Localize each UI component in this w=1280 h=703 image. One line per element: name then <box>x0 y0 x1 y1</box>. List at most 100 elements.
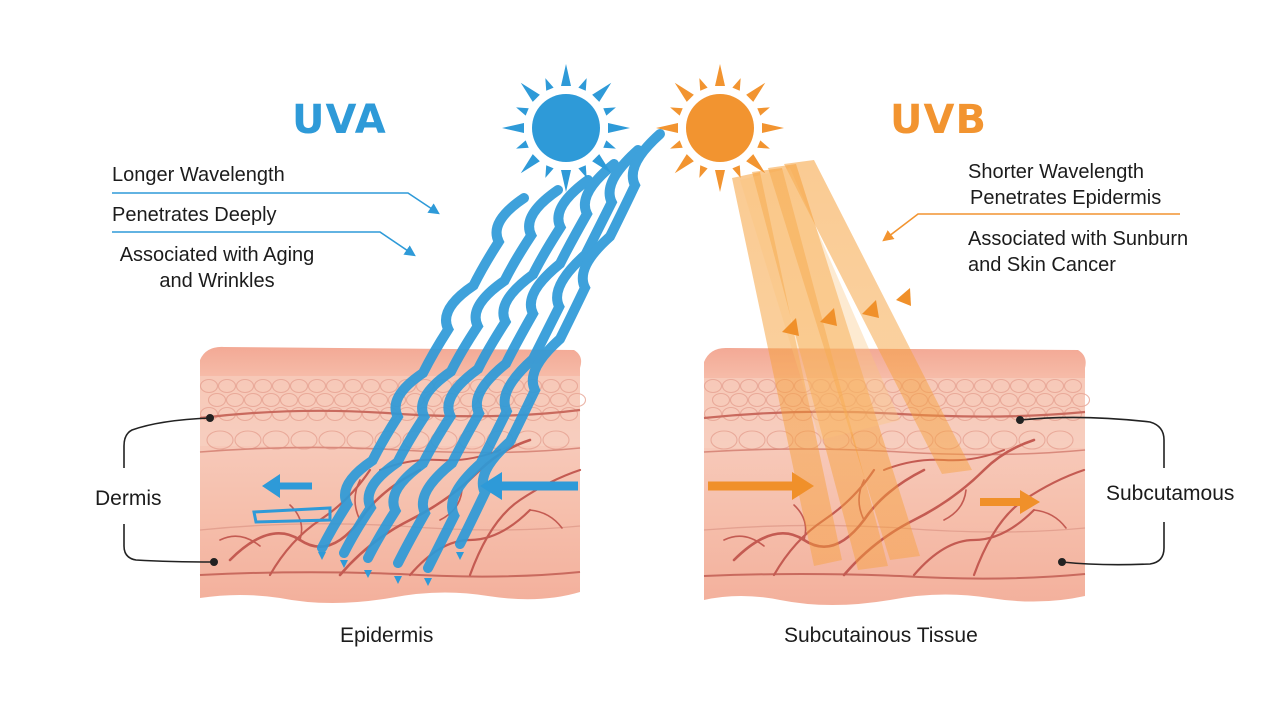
sun-ray <box>670 140 683 149</box>
skin-cell <box>1035 392 1055 408</box>
blood-vessel <box>793 504 807 541</box>
skin-cell <box>757 378 777 394</box>
sun-ray <box>674 82 694 102</box>
sun-ray <box>592 154 612 174</box>
skin-cell <box>1071 392 1091 408</box>
skin-cell <box>703 378 723 394</box>
uva-penetration-label: Penetrates Deeply <box>112 204 277 226</box>
skin-cell <box>315 392 335 408</box>
skin-cell <box>346 430 374 450</box>
blood-vessel <box>354 479 361 521</box>
skin-cell <box>1063 378 1083 394</box>
sun-ray <box>608 123 630 133</box>
skin-cell <box>290 430 318 450</box>
skin-cell <box>361 378 381 394</box>
skin-cell <box>271 378 291 394</box>
skin-cell <box>559 378 579 394</box>
blood-vessel <box>943 489 967 521</box>
skin-cell <box>225 392 245 408</box>
skin-cell <box>297 392 317 408</box>
uva-callout-lines <box>112 192 440 257</box>
uvb-beams <box>732 160 972 570</box>
skin-cell <box>261 392 281 408</box>
sun-disc <box>532 94 600 162</box>
subcutaneous-bracket <box>1015 415 1165 566</box>
skin-cell <box>541 378 561 394</box>
sun-ray <box>762 123 784 133</box>
skin-cell <box>945 392 965 408</box>
dermis-bracket <box>123 413 219 566</box>
skin-cell <box>307 406 327 422</box>
uvb-effect-line-2: and Skin Cancer <box>968 254 1116 276</box>
sun-ray <box>545 165 554 178</box>
skin-cell <box>1018 430 1046 450</box>
uva-wavelength-label: Longer Wavelength <box>112 164 285 186</box>
skin-cell <box>955 378 975 394</box>
uva-horizontal-arrows <box>252 472 578 524</box>
skin-cell <box>343 378 363 394</box>
skin-cell <box>1053 392 1073 408</box>
skin-cell <box>333 392 353 408</box>
sun-ray <box>715 170 725 192</box>
skin-cell <box>729 392 749 408</box>
blood-vessel <box>1033 509 1067 529</box>
uva-wave <box>455 129 665 549</box>
skin-cell <box>279 392 299 408</box>
dermis-label: Dermis <box>95 487 162 510</box>
skin-cell <box>990 430 1018 450</box>
skin-cell <box>1046 430 1074 450</box>
blood-vessel <box>219 535 261 547</box>
sun-ray <box>578 78 587 91</box>
uva-wave <box>317 193 529 553</box>
skin-cell <box>549 392 569 408</box>
skin-cell <box>973 406 993 422</box>
skin-cell <box>1027 378 1047 394</box>
uva-wave <box>363 175 593 563</box>
skin-cell <box>739 378 759 394</box>
sun-ray <box>674 154 694 174</box>
skin-cell <box>567 392 587 408</box>
skin-cell <box>262 430 290 450</box>
skin-cell <box>325 406 345 422</box>
skin-cell <box>217 378 237 394</box>
skin-cell <box>721 378 741 394</box>
skin-cell <box>199 378 219 394</box>
uva-wave-arrowheads <box>318 552 464 586</box>
skin-cell <box>307 378 327 394</box>
blood-vessel <box>529 509 563 529</box>
skin-cell <box>937 378 957 394</box>
skin-cell <box>379 378 399 394</box>
skin-cell <box>253 378 273 394</box>
skin-cell <box>865 378 885 394</box>
subcutamous-label: Subcutamous <box>1106 482 1235 505</box>
sun-ray <box>757 107 770 116</box>
skin-cell <box>325 378 345 394</box>
skin-cell <box>206 430 234 450</box>
uva-effect-line-1: Associated with Aging <box>119 244 315 266</box>
uvb-effect-line-1: Associated with Sunburn <box>968 228 1189 250</box>
uvb-horizontal-arrows <box>708 472 1040 514</box>
uva-effect-label: Associated with Aging and Wrinkles <box>108 242 326 294</box>
skin-cell <box>711 392 731 408</box>
epidermis-label: Epidermis <box>340 624 434 647</box>
skin-cell <box>243 392 263 408</box>
uva-title: UVA <box>292 97 387 143</box>
skin-cell <box>271 406 291 422</box>
sun-ray <box>578 165 587 178</box>
sun-ray <box>603 140 616 149</box>
uvb-callout-line <box>882 213 1180 242</box>
blood-vessel <box>723 535 765 547</box>
skin-cell <box>873 392 893 408</box>
skin-cell <box>361 406 381 422</box>
subcutaneous-tissue-label: Subcutainous Tissue <box>784 624 978 647</box>
uva-wave <box>423 145 643 573</box>
sun-ray <box>502 123 524 133</box>
sun-ray <box>732 78 741 91</box>
skin-cell <box>999 392 1019 408</box>
blood-vessel <box>468 468 582 577</box>
skin-cell <box>1045 378 1065 394</box>
sun-ray <box>732 165 741 178</box>
skin-cell <box>991 406 1011 422</box>
skin-cell <box>962 430 990 450</box>
